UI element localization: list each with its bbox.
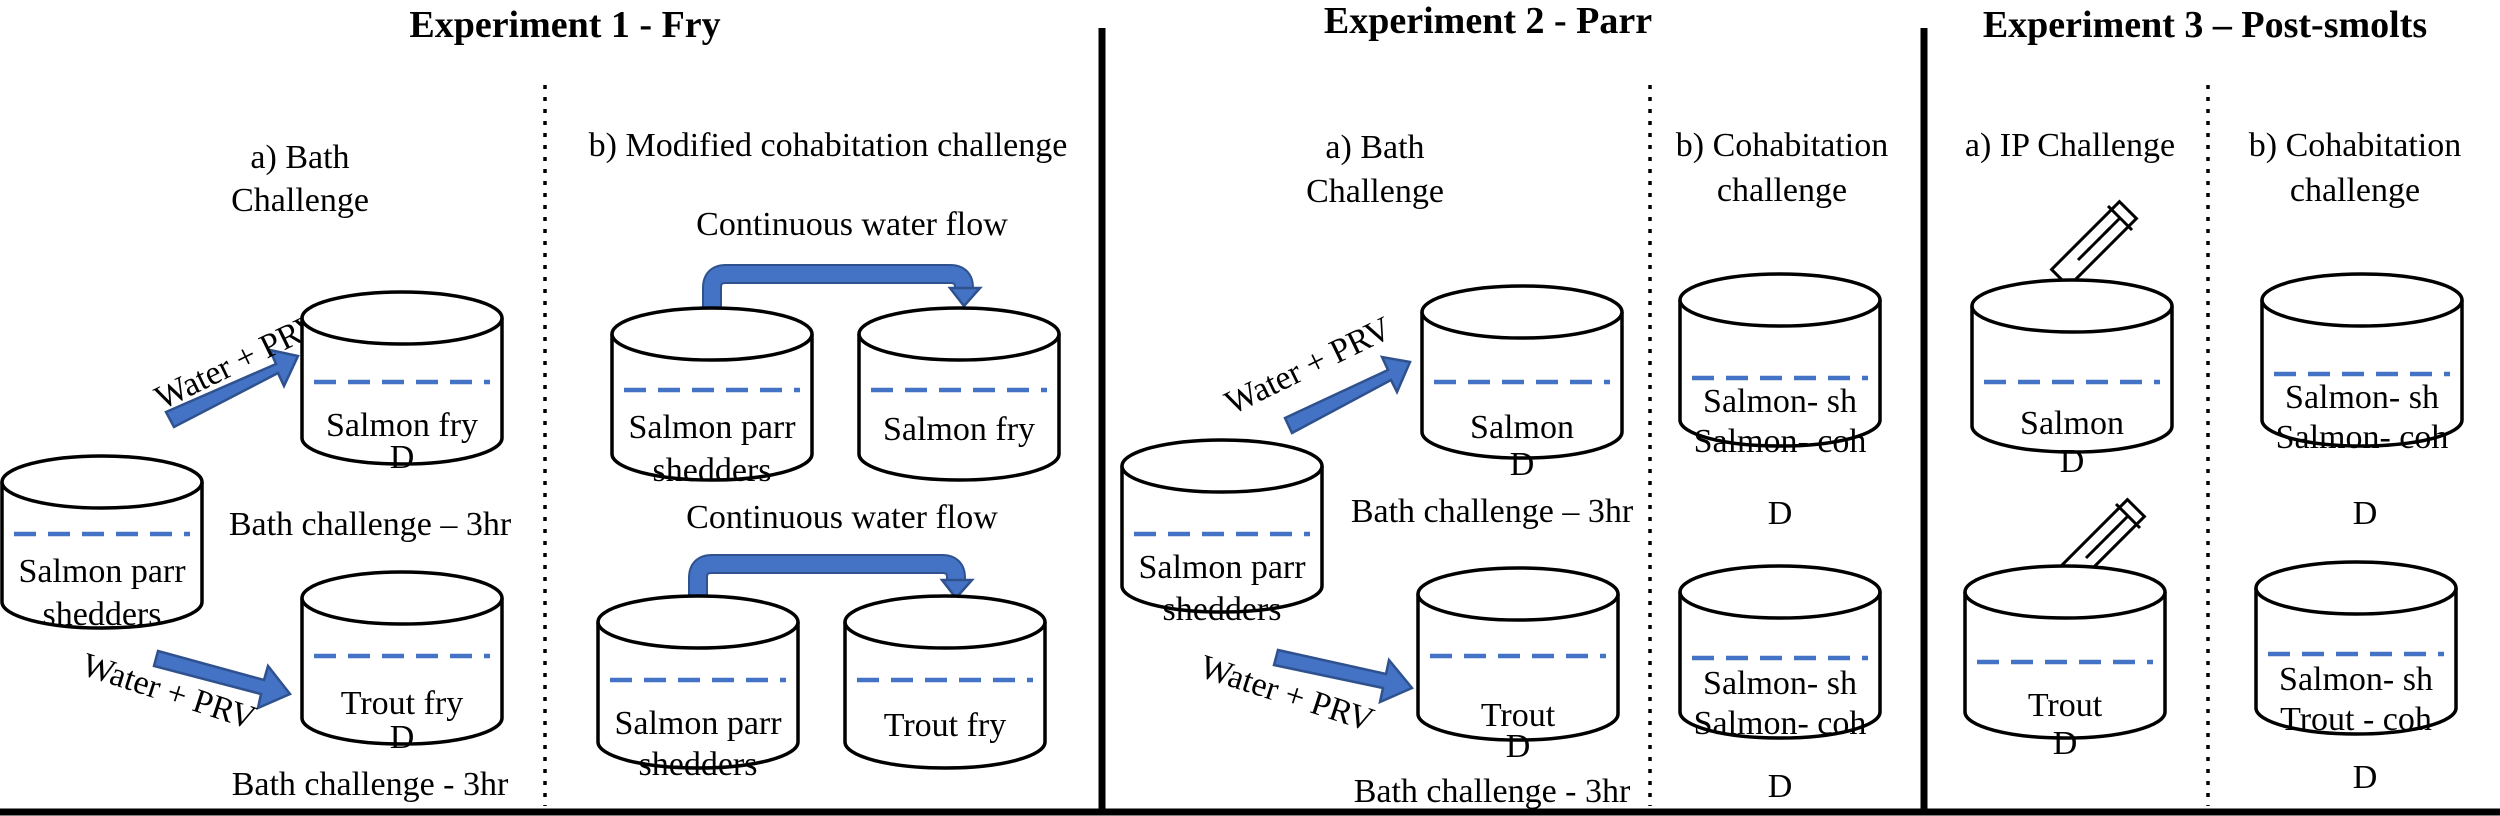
exp2-coh-salmon-d: D <box>1768 495 1793 532</box>
exp1-bath-arrow-top-icon <box>164 348 300 429</box>
svg-text:Trout fry: Trout fry <box>341 685 464 722</box>
exp1-flow-label-bottom: Continuous water flow <box>686 499 998 536</box>
exp3-b-title-line1: b) Cohabitation <box>2249 127 2461 164</box>
exp3-coh-salmon-d: D <box>2353 495 2378 532</box>
svg-text:Salmon parr: Salmon parr <box>18 553 186 590</box>
svg-text:Trout: Trout <box>2028 687 2103 724</box>
svg-text:D: D <box>2053 725 2078 762</box>
exp1-coh-salmon-fry-tank: Salmon fry <box>857 306 1061 482</box>
svg-text:Salmon- coh: Salmon- coh <box>1694 705 1867 742</box>
exp2-b-title-line1: b) Cohabitation <box>1676 127 1888 164</box>
exp1-bath-note-bottom: Bath challenge - 3hr <box>232 766 509 803</box>
exp1-flow-arrow-top-icon <box>704 266 972 316</box>
svg-text:Salmon: Salmon <box>1470 409 1574 446</box>
exp2-bath-arrow-bottom-icon <box>1272 648 1415 705</box>
exp1-a-title-line1: a) Bath <box>250 139 349 176</box>
exp1-trout-fry-tank: Trout fry D <box>300 570 504 756</box>
exp3-b-title-line2: challenge <box>2290 172 2420 209</box>
exp2-a-title-line1: a) Bath <box>1325 129 1424 166</box>
svg-text:D: D <box>1510 446 1535 483</box>
svg-text:Salmon- sh: Salmon- sh <box>2279 661 2433 698</box>
header-experiment-3: Experiment 3 – Post-smolts <box>1983 4 2427 46</box>
exp2-coh-salmon-tank: Salmon- sh Salmon- coh <box>1678 272 1882 460</box>
exp2-salmon-tank: Salmon D <box>1420 284 1624 483</box>
svg-text:D: D <box>390 719 415 756</box>
exp1-a-title-line2: Challenge <box>231 182 369 219</box>
svg-text:D: D <box>390 439 415 476</box>
svg-text:Salmon parr: Salmon parr <box>1138 549 1306 586</box>
svg-text:Salmon fry: Salmon fry <box>326 407 478 444</box>
svg-text:Salmon- coh: Salmon- coh <box>2276 419 2449 456</box>
exp2-arrow-label-top: Water + PRV <box>1219 310 1397 422</box>
exp3-coh-trout-d: D <box>2353 759 2378 796</box>
exp2-b-title-line2: challenge <box>1717 172 1847 209</box>
exp1-salmon-fry-tank: Salmon fry D <box>300 290 504 476</box>
exp2-bath-note-bottom: Bath challenge - 3hr <box>1354 773 1631 810</box>
exp2-bath-note-top: Bath challenge – 3hr <box>1351 493 1634 530</box>
exp1-flow-label-top: Continuous water flow <box>696 206 1008 243</box>
svg-text:Salmon parr: Salmon parr <box>614 705 782 742</box>
svg-text:Salmon: Salmon <box>2020 405 2124 442</box>
svg-text:Salmon parr: Salmon parr <box>628 409 796 446</box>
svg-text:Salmon fry: Salmon fry <box>883 411 1035 448</box>
exp2-trout-tank: Trout D <box>1416 566 1620 765</box>
svg-text:Salmon- sh: Salmon- sh <box>2285 379 2439 416</box>
exp1-coh-shedder-tank: Salmon parr shedders <box>610 306 814 489</box>
exp3-coh-trout-tank: Salmon- sh Trout - coh <box>2254 560 2458 738</box>
svg-text:D: D <box>2060 443 2085 480</box>
header-experiment-1: Experiment 1 - Fry <box>409 4 720 46</box>
exp1-shedder-tank: Salmon parr shedders <box>0 454 204 633</box>
exp3-coh-salmon-tank: Salmon- sh Salmon- coh <box>2260 272 2464 456</box>
exp2-shedder-tank: Salmon parr shedders <box>1120 438 1324 628</box>
exp1-b-title: b) Modified cohabitation challenge <box>589 127 1068 164</box>
svg-text:shedders: shedders <box>43 596 162 633</box>
svg-text:shedders: shedders <box>1163 591 1282 628</box>
svg-text:Trout: Trout <box>1481 697 1556 734</box>
exp2-coh-trout-tank: Salmon- sh Salmon- coh <box>1678 564 1882 742</box>
exp1-coh-trout-fry-tank: Trout fry <box>843 594 1047 770</box>
header-experiment-2: Experiment 2 - Parr <box>1324 0 1652 42</box>
svg-text:D: D <box>1506 728 1531 765</box>
exp2-a-title-line2: Challenge <box>1306 173 1444 210</box>
exp1-coh-shedder-tank-2: Salmon parr shedders <box>596 594 800 783</box>
exp1-bath-arrow-bottom-icon <box>152 649 292 711</box>
exp3-trout-tank: Trout D <box>1963 564 2167 762</box>
svg-text:Trout - coh: Trout - coh <box>2280 701 2432 738</box>
svg-text:shedders: shedders <box>653 452 772 489</box>
svg-text:shedders: shedders <box>639 746 758 783</box>
exp3-salmon-tank: Salmon D <box>1970 278 2174 480</box>
exp2-coh-trout-d: D <box>1768 768 1793 805</box>
svg-text:Trout fry: Trout fry <box>884 707 1007 744</box>
svg-text:Salmon- sh: Salmon- sh <box>1703 383 1857 420</box>
svg-text:Salmon- coh: Salmon- coh <box>1694 423 1867 460</box>
exp1-flow-arrow-bottom-icon <box>690 556 964 600</box>
exp3-a-title: a) IP Challenge <box>1965 127 2175 164</box>
exp2-bath-arrow-top-icon <box>1283 355 1412 435</box>
exp1-bath-note-top: Bath challenge – 3hr <box>229 506 512 543</box>
svg-text:Salmon- sh: Salmon- sh <box>1703 665 1857 702</box>
